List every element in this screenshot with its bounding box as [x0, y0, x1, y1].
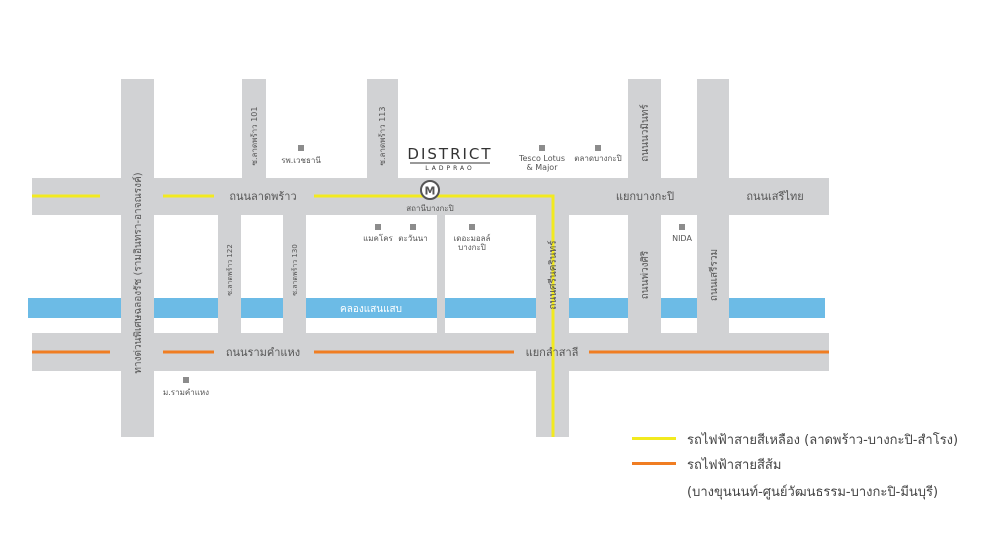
road-phongsiri [628, 178, 661, 333]
canal-overlay-b [241, 298, 283, 318]
road-soi-130 [283, 178, 306, 371]
poi-bangkapi-market: ตลาดบางกะปิ [574, 154, 621, 163]
yellow-line [32, 194, 555, 437]
label-soi-101: ซ.ลาดพร้าว 101 [250, 107, 259, 166]
label-srinakarin: ถนนศรีนครินทร์ [547, 240, 559, 310]
label-ladprao: ถนนลาดพร้าว [229, 190, 296, 203]
poi-vejthani: รพ.เวชธานี [281, 156, 321, 165]
brand-name: DISTRICT [407, 145, 492, 163]
label-seri-ruam: ถนนเสรีรวม [708, 249, 720, 301]
canal-overlay-e [569, 298, 628, 318]
legend-orange-swatch [632, 462, 676, 465]
station-marker: M [420, 180, 440, 200]
label-ramkhamhaeng: ถนนรามคำแหง [226, 346, 300, 359]
poi-tawanna: ตะวันนา [398, 234, 427, 243]
poi-makro: แมคโคร [363, 233, 393, 243]
poi-mall-line2: บางกะปิ [458, 243, 486, 252]
metro-icon: M [425, 185, 436, 198]
canal-overlay-g [729, 298, 825, 318]
brand-sub: LADPRAO [425, 165, 474, 172]
road-soi-113 [367, 79, 398, 215]
poi-marker-tawanna [410, 224, 416, 230]
poi-marker-tesco [539, 145, 545, 151]
poi-marker-bangkapi-market [595, 145, 601, 151]
label-soi-130: ซ.ลาดพร้าว 130 [291, 244, 299, 296]
legend-orange-label-line2: (บางขุนนนท์-ศูนย์วัฒนธรรม-บางกะปิ-มีนบุร… [687, 485, 939, 500]
poi-marker-makro [375, 224, 381, 230]
label-nawamin: ถนนนวมินทร์ [639, 104, 651, 162]
legend-orange-label-line1: รถไฟฟ้าสายสีส้ม [687, 458, 782, 473]
label-soi-113: ซ.ลาดพร้าว 113 [378, 107, 387, 166]
canal-overlay-f [661, 298, 697, 318]
label-phongsiri: ถนนพ่วงศิริ [640, 250, 651, 299]
poi-mall-line1: เดอะมอลล์ [454, 233, 491, 243]
canal-overlay-left [28, 298, 121, 318]
label-soi-122: ซ.ลาดพร้าว 122 [226, 244, 234, 296]
legend-yellow-swatch [632, 437, 676, 440]
station-label: สถานีบางกะปิ [406, 204, 453, 213]
legend-yellow-label: รถไฟฟ้าสายสีเหลือง (ลาดพร้าว-บางกะปิ-สำโ… [687, 433, 959, 448]
road-soi-101 [242, 79, 266, 215]
poi-marker-mall [469, 224, 475, 230]
canal-overlay-a [154, 298, 218, 318]
canal-overlay-d [445, 298, 536, 318]
poi-marker-vejthani [298, 145, 304, 151]
poi-ram-univ: ม.รามคำแหง [163, 388, 209, 397]
station-circle [420, 180, 440, 200]
label-junction-lamsali: แยกลำสาลี [526, 346, 579, 359]
road-expressway [121, 79, 154, 437]
canal-overlay-c [306, 298, 437, 318]
poi-marker-ram-univ [183, 377, 189, 383]
label-junction-bangkapi: แยกบางกะปิ [616, 190, 674, 203]
label-canal: คลองแสนแสบ [340, 304, 402, 315]
label-expressway: ทางด่วนพิเศษฉลองรัช (รามอินทรา-อาจณรงค์) [132, 172, 144, 373]
poi-tesco-line2: & Major [527, 163, 559, 172]
label-seri-thai: ถนนเสรีไทย [746, 190, 803, 203]
road-seri-ruam [697, 79, 729, 333]
road-mall-access [437, 178, 445, 333]
road-soi-122 [218, 178, 241, 371]
poi-nida: NIDA [672, 234, 692, 243]
poi-tesco-line1: Tesco Lotus [518, 154, 565, 163]
poi-marker-nida [679, 224, 685, 230]
